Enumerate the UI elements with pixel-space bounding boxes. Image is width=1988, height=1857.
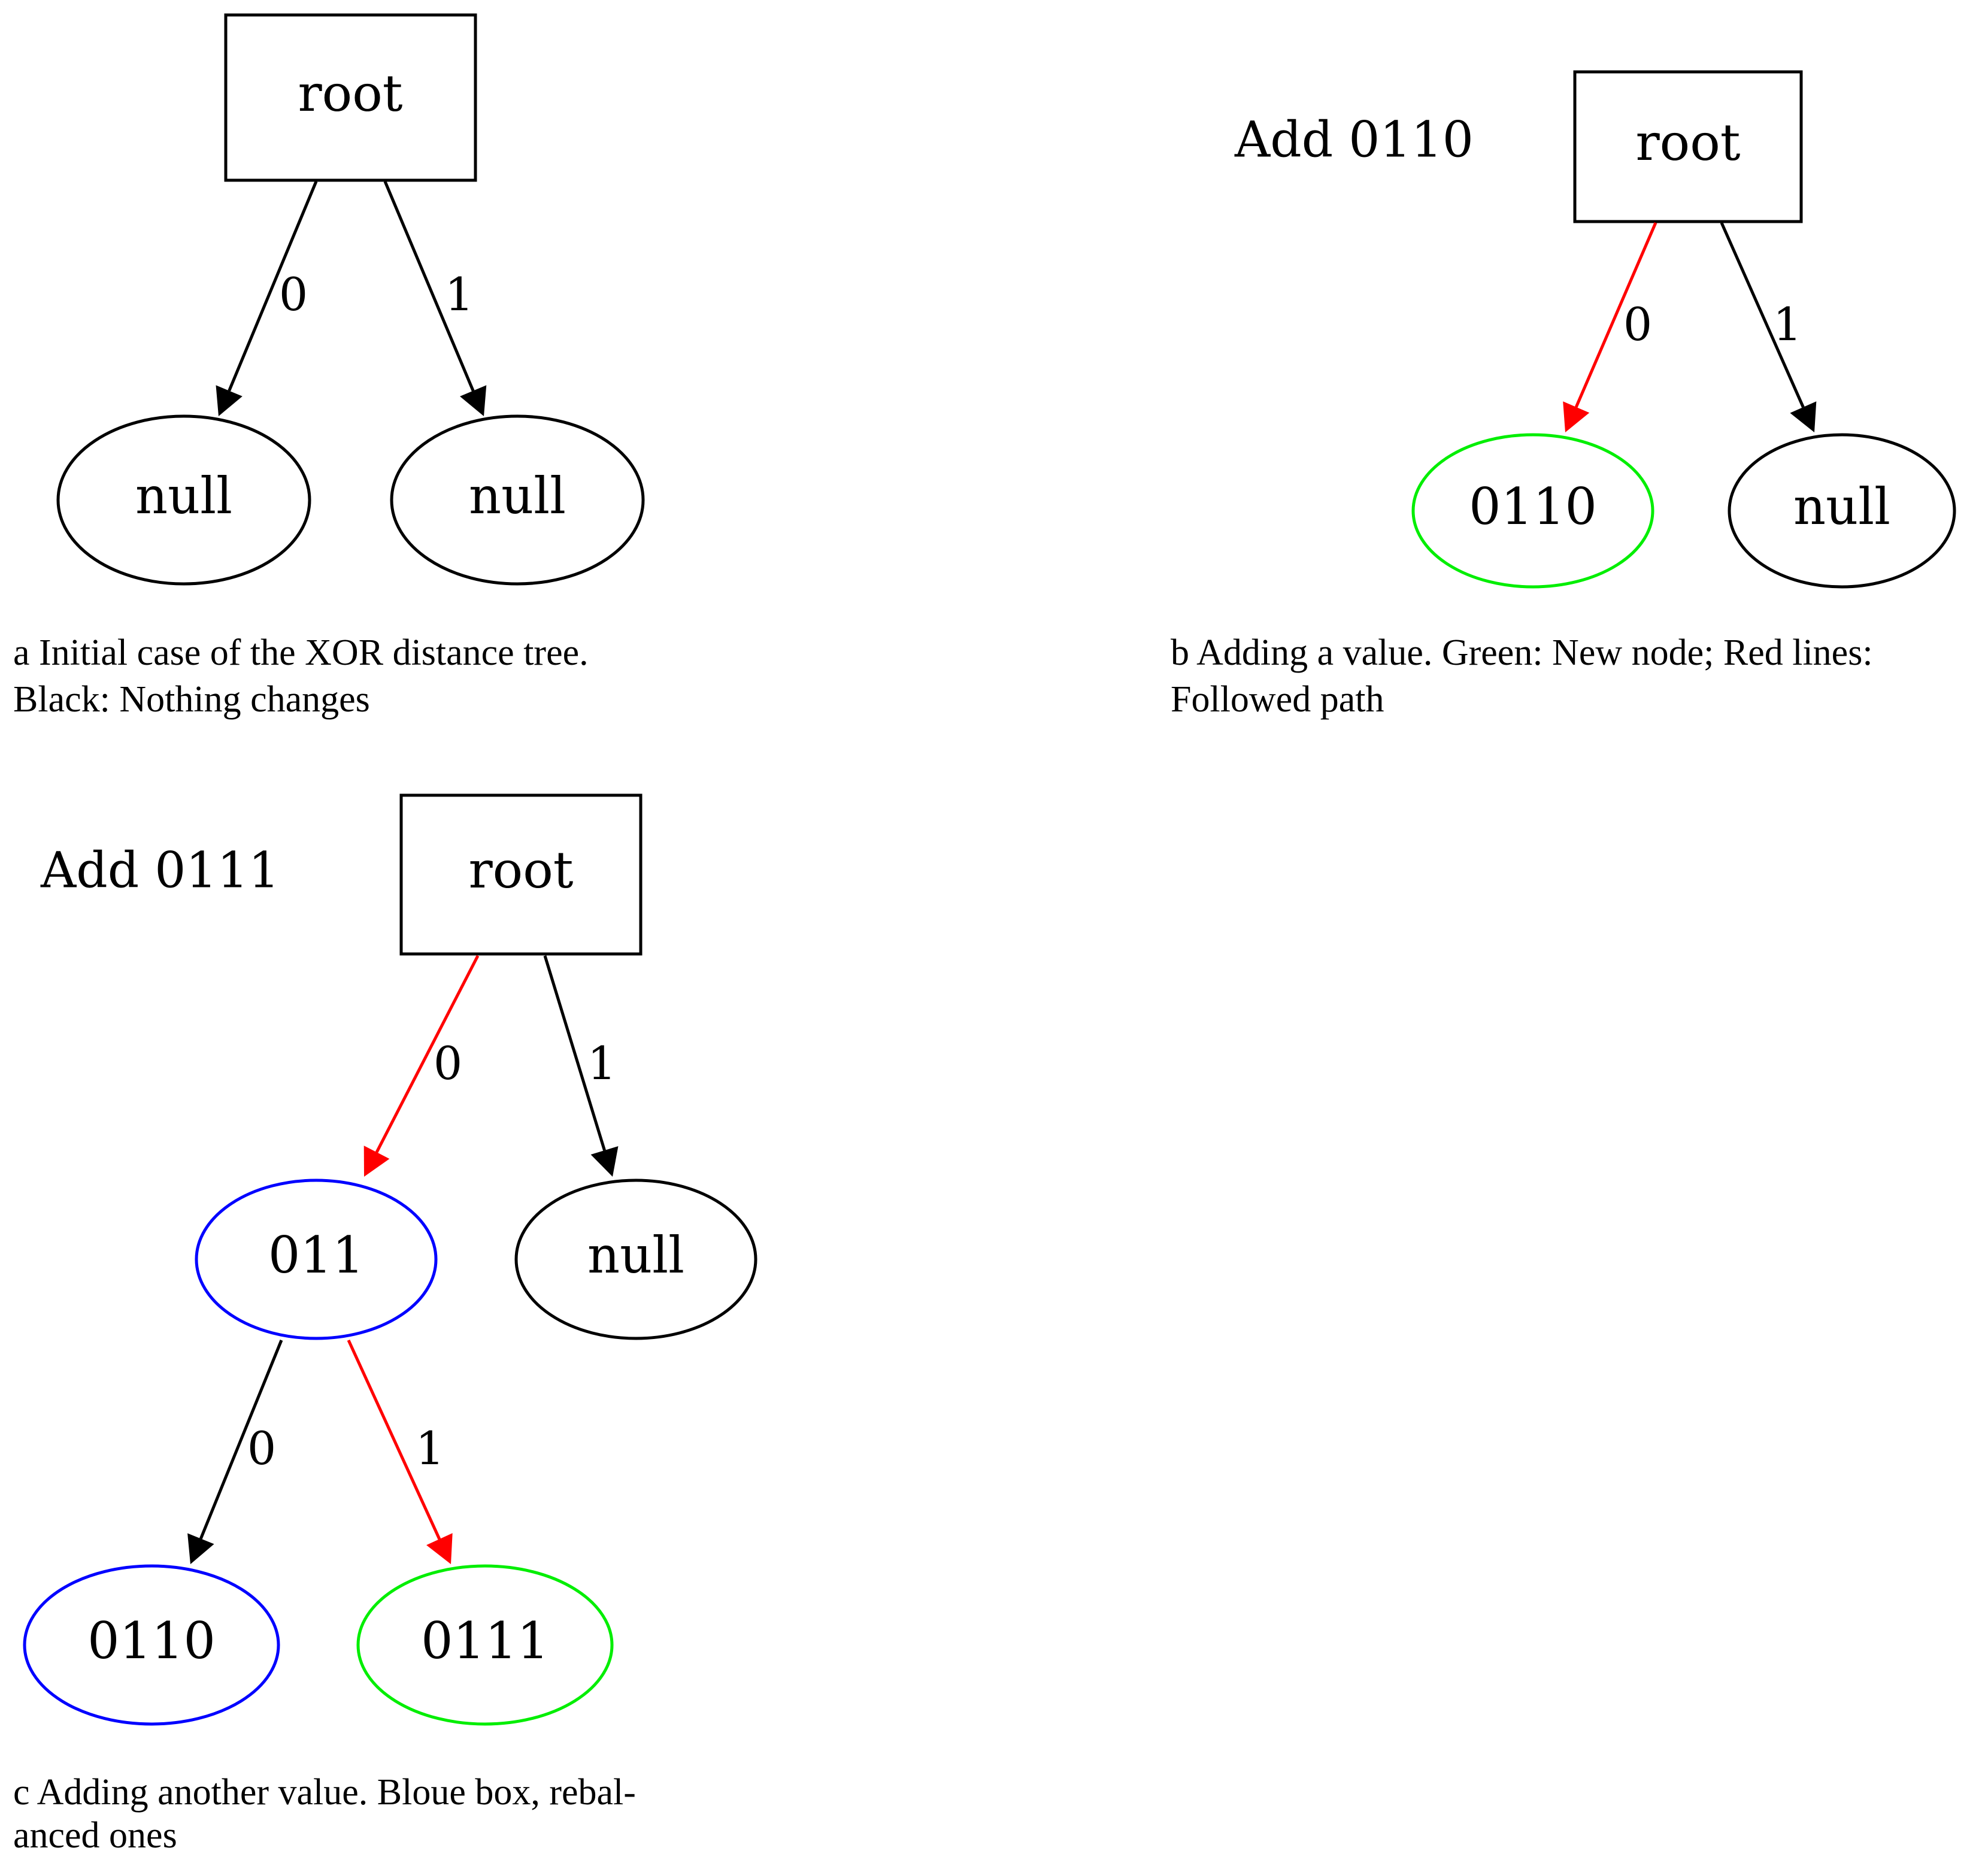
edge-left-label: 0: [1623, 298, 1652, 351]
caption-b-line1: b Adding a value. Green: New node; Red l…: [1171, 632, 1873, 673]
edge-left-followed: [1574, 222, 1657, 408]
null-node-right: [1728, 433, 1956, 589]
new-node-0111: [356, 1564, 614, 1726]
edge-right: [543, 955, 606, 1151]
arrowhead: [1563, 401, 1590, 432]
new-node-0110-label: 0110: [1469, 477, 1597, 536]
null-node-right: [390, 414, 645, 586]
caption-c-line2: anced ones: [13, 1815, 177, 1856]
null-node-right-label: null: [469, 466, 566, 525]
root-node: [399, 793, 643, 956]
rebalanced-node-0110-label: 0110: [87, 1611, 216, 1670]
edge-right: [1720, 222, 1805, 408]
root-label: root: [298, 64, 402, 123]
step-label-c: Add 0111: [40, 843, 280, 899]
panel-b: Add 0110 root 0 1 0110 null b Adding a v…: [1171, 70, 1956, 720]
edge-left: [228, 181, 318, 392]
edge-left-label: 0: [279, 268, 308, 321]
caption-a-line2: Black: Nothing changes: [13, 679, 370, 720]
edge-right: [383, 181, 475, 392]
root-node: [224, 13, 477, 182]
edge-mid-left-label: 0: [247, 1422, 276, 1475]
rebalanced-node-011-label: 011: [268, 1226, 364, 1285]
root-node: [1573, 70, 1803, 223]
caption-a-line1: a Initial case of the XOR distance tree.: [13, 632, 589, 673]
null-node-left: [56, 414, 311, 586]
null-node-right-label: null: [1793, 477, 1890, 536]
new-node-0111-label: 0111: [421, 1611, 549, 1670]
edge-mid-right-followed: [347, 1339, 441, 1540]
arrowhead: [460, 385, 487, 416]
edge-right-label: 1: [587, 1037, 616, 1090]
edge-left-label: 0: [434, 1037, 462, 1090]
rebalanced-node-0110: [23, 1564, 280, 1726]
arrowhead: [1790, 401, 1817, 432]
root-label: root: [1635, 113, 1740, 172]
arrowhead: [216, 385, 243, 416]
step-label-b: Add 0110: [1234, 112, 1474, 169]
rebalanced-node-011: [195, 1179, 438, 1340]
arrowhead: [426, 1533, 453, 1564]
arrowhead: [187, 1533, 214, 1564]
null-node-right-label: null: [587, 1226, 684, 1285]
caption-b-line2: Followed path: [1171, 679, 1384, 720]
root-label: root: [468, 841, 573, 899]
arrowhead: [363, 1146, 390, 1177]
arrowhead: [590, 1146, 619, 1177]
edge-right-label: 1: [445, 268, 474, 321]
edge-right-label: 1: [1773, 298, 1802, 351]
edge-mid-left: [199, 1340, 283, 1540]
caption-c-line1: c Adding another value. Bloue box, rebal…: [13, 1772, 636, 1813]
panel-c: Add 0111 root 0 1 011 null 0 1 0110 0111…: [13, 793, 757, 1856]
edge-mid-right-label: 1: [416, 1422, 444, 1475]
panel-a: root 0 1 null null a Initial case of the…: [13, 13, 645, 720]
null-node-left-label: null: [135, 466, 232, 525]
edge-left-followed: [375, 955, 480, 1153]
new-node-0110: [1411, 433, 1654, 589]
null-node-right: [514, 1179, 757, 1340]
